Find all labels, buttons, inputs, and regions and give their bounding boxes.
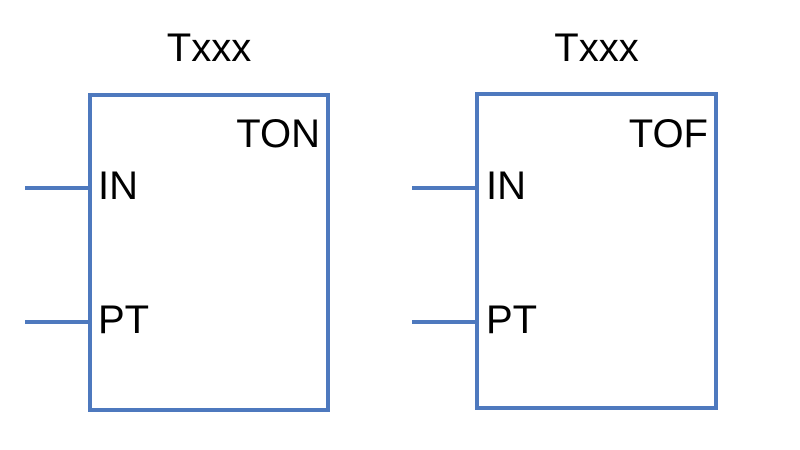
- input-wire-in[interactable]: [25, 186, 91, 190]
- block-instance-name: Txxx: [166, 26, 252, 70]
- input-wire-pt[interactable]: [412, 320, 478, 324]
- input-wire-in[interactable]: [412, 186, 478, 190]
- function-block-ton[interactable]: Txxx TON IN PT: [0, 0, 400, 450]
- input-pin-label-in: IN: [98, 164, 138, 208]
- input-wire-pt[interactable]: [25, 320, 91, 324]
- input-pin-label-pt: PT: [486, 298, 538, 342]
- block-body-rectangle[interactable]: [88, 93, 330, 412]
- block-type-label: TOF: [628, 112, 708, 156]
- input-pin-label-pt: PT: [98, 298, 150, 342]
- block-type-label: TON: [236, 112, 320, 156]
- block-instance-name: Txxx: [554, 26, 639, 70]
- input-pin-label-in: IN: [486, 164, 526, 208]
- block-body-rectangle[interactable]: [475, 92, 718, 410]
- function-block-tof[interactable]: Txxx TOF IN PT: [400, 0, 800, 450]
